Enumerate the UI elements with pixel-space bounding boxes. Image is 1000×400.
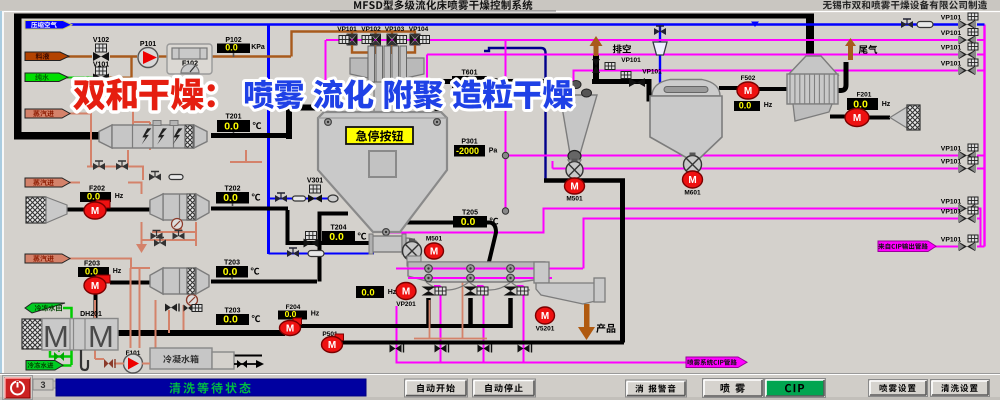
svg-text:F204: F204 [286, 304, 301, 311]
svg-text:T205: T205 [462, 210, 478, 217]
svg-text:V301: V301 [307, 178, 323, 185]
svg-text:M: M [541, 311, 549, 322]
svg-text:P501: P501 [322, 331, 338, 338]
svg-text:M: M [430, 246, 438, 257]
svg-text:T202: T202 [225, 186, 241, 193]
svg-text:0.0: 0.0 [285, 309, 297, 319]
svg-text:V5201: V5201 [536, 326, 555, 333]
svg-text:T201: T201 [226, 114, 242, 121]
svg-text:Pa: Pa [489, 148, 498, 155]
svg-text:M: M [91, 206, 99, 217]
svg-text:VP101: VP101 [941, 30, 962, 37]
svg-text:KPa: KPa [251, 44, 265, 51]
svg-text:VP103: VP103 [385, 26, 405, 33]
svg-text:0.0: 0.0 [361, 288, 374, 299]
svg-text:M601: M601 [684, 190, 701, 197]
svg-text:0.0: 0.0 [329, 231, 344, 243]
svg-text:M501: M501 [426, 236, 443, 243]
svg-text:F201: F201 [857, 92, 872, 99]
svg-text:M: M [570, 181, 578, 192]
svg-text:VP101: VP101 [941, 199, 962, 206]
svg-text:M: M [328, 340, 336, 351]
svg-text:VP101: VP101 [941, 45, 962, 52]
svg-text:T203: T203 [224, 260, 240, 267]
svg-text:T204: T204 [331, 225, 347, 232]
svg-text:Hz: Hz [113, 268, 122, 275]
svg-text:0.0: 0.0 [461, 216, 476, 228]
svg-text:Hz: Hz [882, 101, 891, 108]
svg-text:F203: F203 [84, 261, 100, 268]
svg-text:0.0: 0.0 [223, 314, 238, 326]
svg-text:Hz: Hz [764, 102, 773, 109]
svg-text:Hz: Hz [115, 193, 124, 200]
svg-text:P301: P301 [461, 139, 477, 146]
svg-text:VP101: VP101 [621, 57, 641, 64]
svg-text:VP101: VP101 [642, 69, 662, 76]
svg-text:T601: T601 [462, 70, 478, 77]
svg-text:V102: V102 [93, 37, 109, 44]
svg-text:VP101: VP101 [941, 61, 962, 68]
svg-text:0.0: 0.0 [223, 266, 238, 278]
svg-text:VP101: VP101 [941, 209, 962, 216]
svg-text:0.0: 0.0 [225, 43, 238, 53]
svg-text:F502: F502 [741, 75, 756, 82]
svg-text:0.0: 0.0 [87, 192, 100, 203]
svg-text:Hz: Hz [311, 311, 320, 318]
svg-text:0.0: 0.0 [224, 121, 239, 133]
svg-text:V101: V101 [93, 62, 109, 69]
svg-text:0.0: 0.0 [223, 192, 238, 204]
svg-text:0.0: 0.0 [853, 99, 868, 111]
svg-text:0.0: 0.0 [739, 101, 752, 111]
svg-text:3: 3 [40, 380, 45, 390]
svg-text:M: M [744, 86, 752, 97]
svg-text:VP101: VP101 [337, 26, 357, 33]
svg-text:VP101: VP101 [941, 237, 962, 244]
svg-text:DH201: DH201 [80, 311, 102, 318]
svg-text:VP101: VP101 [941, 159, 962, 166]
svg-text:VP104: VP104 [409, 26, 429, 33]
svg-text:P101: P101 [140, 41, 156, 48]
svg-text:M: M [286, 323, 294, 334]
svg-text:M: M [688, 175, 696, 186]
svg-text:M: M [853, 113, 861, 124]
svg-text:M: M [43, 319, 69, 354]
svg-text:F202: F202 [89, 186, 105, 193]
svg-text:-2000: -2000 [456, 146, 479, 156]
svg-text:M: M [402, 286, 410, 297]
svg-text:M: M [88, 319, 114, 354]
svg-text:VP102: VP102 [361, 26, 381, 33]
svg-text:VP101: VP101 [941, 146, 962, 153]
svg-text:Hz: Hz [388, 289, 397, 296]
svg-text:0.0: 0.0 [85, 267, 98, 278]
svg-text:M501: M501 [566, 196, 583, 203]
svg-text:P102: P102 [225, 37, 241, 44]
svg-text:M: M [91, 281, 99, 292]
svg-text:VP101: VP101 [941, 15, 962, 22]
svg-text:T203: T203 [225, 308, 241, 315]
svg-text:VP201: VP201 [396, 301, 416, 308]
